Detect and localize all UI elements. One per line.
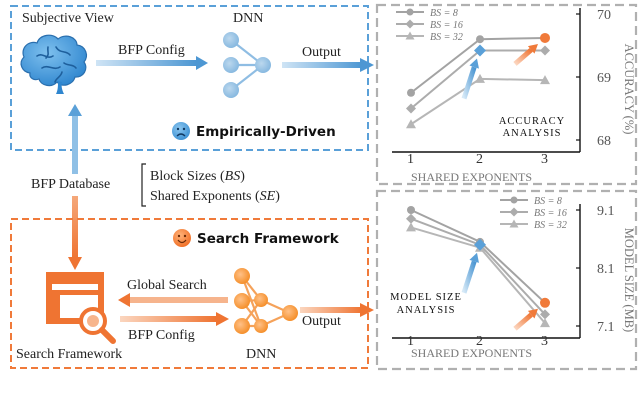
legend-marker [405, 19, 415, 29]
bottom-dnn-network-icon [234, 268, 298, 334]
search-panel-border [10, 218, 369, 369]
database-to-search-arrow [68, 196, 82, 270]
data-point [406, 103, 416, 114]
data-point [406, 213, 416, 224]
x-tick-label: 3 [541, 334, 548, 349]
data-point [475, 73, 485, 83]
happy-face-icon [173, 229, 191, 247]
brain-icon [20, 34, 87, 94]
y-tick-label: 9.1 [597, 204, 615, 219]
orange-pointer-arrow-head [527, 308, 538, 319]
database-to-brain-arrow [68, 104, 82, 174]
y-tick-label: 69 [597, 71, 611, 86]
bfp-database-brace [141, 163, 146, 207]
y-axis-title: ACCURACY (%) [622, 44, 636, 135]
x-tick-label: 2 [476, 334, 483, 349]
x-axis-title: SHARED EXPONENTS [411, 170, 532, 184]
x-tick-label: 2 [476, 152, 483, 167]
legend-marker [510, 196, 518, 204]
legend-marker [509, 207, 519, 217]
search-framework-label: Search Framework [16, 347, 122, 362]
bottom-output-label: Output [302, 314, 341, 329]
data-point [406, 119, 416, 129]
y-tick-label: 7.1 [597, 320, 615, 335]
y-tick-label: 70 [597, 8, 611, 23]
bfp-database-label: BFP Database [31, 177, 110, 192]
data-point [540, 318, 550, 328]
bottom-dnn-label: DNN [246, 347, 276, 362]
global-search-arrow [118, 293, 228, 307]
blue-pointer-arrow-head [469, 58, 479, 69]
accuracy-chart-frame [375, 3, 638, 186]
x-tick-label: 1 [407, 152, 414, 167]
bfp-config-arrow-top [96, 56, 208, 70]
block-sizes-prefix: Block Sizes ( [150, 169, 225, 184]
shared-exponents-prefix: Shared Exponents ( [150, 189, 260, 204]
search-window-icon [46, 272, 116, 344]
bottom-bfp-config-arrow [120, 312, 229, 326]
shared-exponents-abbr: SE [260, 189, 276, 204]
bottom-output-arrow [300, 303, 374, 317]
orange-pointer-arrow [513, 312, 533, 331]
legend-label: BS = 32 [430, 32, 463, 43]
analysis-annotation-line1: MODEL SIZE [390, 292, 462, 303]
data-point [406, 222, 416, 232]
analysis-annotation-line2: ANALYSIS [397, 305, 456, 316]
sad-face-icon [172, 122, 190, 140]
analysis-annotation-line2: ANALYSIS [503, 128, 562, 139]
highlight-point-orange [540, 297, 550, 308]
data-point [407, 88, 415, 97]
block-sizes-close: ) [240, 169, 245, 184]
x-tick-label: 3 [541, 152, 548, 167]
model-size-chart-frame [375, 189, 638, 371]
data-point [540, 75, 550, 85]
block-sizes-abbr: BS [225, 169, 241, 184]
blue-pointer-arrow [461, 66, 477, 100]
subjective-view-label: Subjective View [22, 11, 115, 26]
y-tick-label: 8.1 [597, 262, 615, 277]
legend-marker [509, 219, 519, 228]
orange-pointer-arrow [513, 47, 533, 66]
blue-pointer-arrow-head [469, 252, 479, 263]
data-point [540, 45, 550, 56]
search-framework-badge: Search Framework [197, 231, 340, 247]
shared-exponents-close: ) [275, 189, 280, 204]
y-axis-title: MODEL SIZE (MB) [622, 228, 636, 332]
blue-pointer-arrow [461, 260, 477, 294]
top-output-label: Output [302, 45, 341, 60]
empirical-badge: Empirically-Driven [196, 124, 336, 140]
x-tick-label: 1 [407, 334, 414, 349]
highlight-point-blue [474, 238, 486, 251]
top-bfp-config-label: BFP Config [118, 43, 185, 58]
shared-exponents-label: Shared Exponents (SE) [150, 189, 280, 204]
y-tick-label: 68 [597, 134, 611, 149]
bottom-bfp-config-label: BFP Config [128, 328, 195, 343]
top-output-arrow [282, 58, 374, 72]
legend-label: BS = 8 [534, 196, 562, 207]
legend-label: BS = 16 [430, 20, 463, 31]
legend-label: BS = 16 [534, 208, 567, 219]
empirical-panel-border [10, 5, 369, 151]
highlight-point-orange [540, 32, 550, 43]
legend-label: BS = 32 [534, 220, 567, 231]
legend-marker [406, 8, 414, 16]
data-point [407, 206, 415, 214]
x-axis-title: SHARED EXPONENTS [411, 346, 532, 360]
top-dnn-label: DNN [233, 11, 263, 26]
block-sizes-label: Block Sizes (BS) [150, 169, 245, 184]
data-point [476, 35, 484, 44]
top-dnn-network-icon [223, 32, 271, 98]
analysis-annotation-line1: ACCURACY [499, 116, 565, 127]
orange-pointer-arrow-head [527, 43, 538, 54]
highlight-point-blue [474, 44, 486, 57]
legend-label: BS = 8 [430, 8, 458, 19]
legend-marker [405, 31, 415, 40]
data-point [540, 309, 550, 320]
global-search-label: Global Search [127, 278, 207, 293]
